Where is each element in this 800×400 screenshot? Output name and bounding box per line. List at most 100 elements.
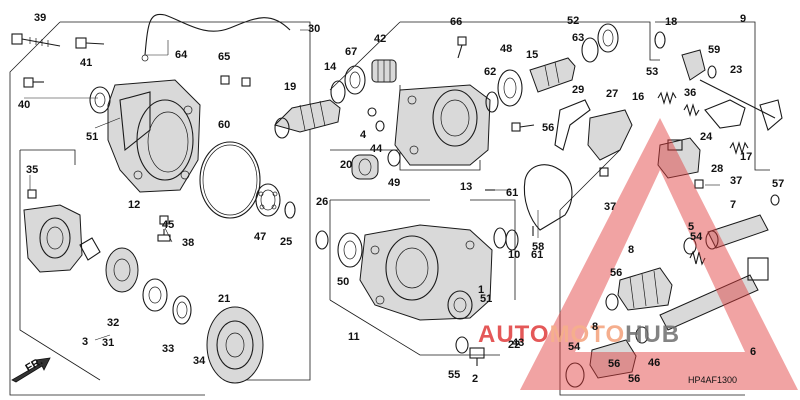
callout-56: 56	[608, 358, 620, 370]
callout-47: 47	[254, 231, 266, 243]
callout-64: 64	[175, 49, 188, 61]
callout-31: 31	[102, 337, 114, 349]
callout-43: 43	[512, 337, 524, 349]
spring-16-icon	[657, 91, 677, 105]
callout-58: 58	[532, 241, 544, 253]
bolt-40-icon	[23, 77, 44, 88]
callout-29: 29	[572, 84, 584, 96]
callout-1: 1	[478, 284, 484, 296]
ring-54a-icon	[683, 237, 697, 255]
bearing-42-icon	[371, 59, 397, 83]
gearcase-housing-icon	[394, 84, 491, 166]
ring-14-icon	[330, 80, 346, 104]
callout-6: 6	[750, 346, 756, 358]
callout-39: 39	[34, 12, 46, 24]
bolt-65-icon	[220, 75, 230, 85]
bolt-3-icon	[241, 77, 251, 87]
callout-62: 62	[484, 66, 496, 78]
part-art	[11, 13, 783, 388]
ring-59-icon	[707, 65, 717, 79]
callout-33: 33	[162, 343, 174, 355]
callout-52: 52	[567, 15, 579, 27]
shaft-15-icon	[529, 57, 576, 93]
callout-30: 30	[308, 23, 320, 35]
svg-text:AUTOMOTOHUB: AUTOMOTOHUB	[478, 321, 680, 348]
bolt-56-icon	[511, 122, 521, 132]
bolt-41-icon	[75, 37, 105, 49]
bearing-33-icon	[142, 278, 168, 312]
callout-38: 38	[182, 237, 194, 249]
diagram-code: HP4AF1300	[688, 375, 737, 385]
callout-50: 50	[337, 276, 349, 288]
o-ring-60-icon	[199, 141, 261, 219]
callout-57: 57	[772, 178, 784, 190]
leader-lines	[24, 29, 720, 341]
watermark-triangle-icon	[520, 118, 798, 390]
drive-shaft-7-icon	[705, 214, 769, 250]
callout-65: 65	[218, 51, 230, 63]
callout-60: 60	[218, 119, 230, 131]
bolt-39-icon	[11, 33, 61, 47]
bearing-47-icon	[255, 183, 281, 217]
shim-34-icon	[172, 295, 192, 325]
watermark-text: AUTOMOTOHUB	[478, 321, 680, 348]
bolt-37-icon	[599, 167, 609, 177]
washer-55-icon	[455, 336, 469, 354]
watermark: AUTOMOTOHUB	[478, 118, 798, 390]
bolt-45-icon	[159, 215, 169, 225]
bearing-50-icon	[337, 232, 363, 268]
breather-tube-icon	[144, 13, 291, 56]
spring-17-icon	[729, 141, 749, 155]
ring-63-icon	[581, 37, 599, 63]
callout-56: 56	[628, 373, 640, 385]
callout-3: 3	[82, 336, 88, 348]
callout-56: 56	[610, 267, 622, 279]
callout-37: 37	[604, 201, 616, 213]
spider-gear-icon	[79, 237, 101, 261]
callout-26: 26	[316, 196, 328, 208]
callout-4: 4	[360, 129, 367, 141]
callout-34: 34	[193, 355, 206, 367]
fork-24-icon	[704, 99, 746, 129]
callout-36: 36	[684, 87, 696, 99]
callout-10: 10	[508, 249, 520, 261]
callout-17: 17	[740, 151, 752, 163]
callout-54: 54	[690, 231, 703, 243]
shaft-6-icon	[659, 257, 769, 331]
callout-21: 21	[218, 293, 230, 305]
pinion-gear-icon	[274, 99, 341, 139]
callout-61: 61	[506, 187, 518, 199]
callout-49: 49	[388, 177, 400, 189]
bolt-66-icon	[457, 36, 467, 46]
callout-59: 59	[708, 44, 720, 56]
callout-67: 67	[345, 46, 357, 58]
callout-27: 27	[606, 88, 618, 100]
watermark-part-2: HUB	[625, 321, 680, 348]
callout-24: 24	[700, 131, 713, 143]
ring-gear-22-icon	[206, 306, 264, 384]
bolt-35-icon	[27, 189, 37, 199]
callout-15: 15	[526, 49, 538, 61]
boot-8b-icon	[589, 339, 637, 379]
callout-41: 41	[80, 57, 92, 69]
callout-14: 14	[324, 61, 337, 73]
callout-8: 8	[628, 244, 634, 256]
plug-2-icon	[469, 347, 485, 366]
plate-27-icon	[587, 109, 633, 161]
collar-21-icon	[351, 154, 379, 180]
spring-36-icon	[683, 103, 700, 117]
bearing-48-icon	[497, 69, 523, 107]
callout-66: 66	[450, 16, 462, 28]
washer-25-icon	[284, 201, 296, 219]
watermark-part-0: AUTO	[478, 321, 550, 348]
callout-5: 5	[688, 221, 694, 233]
oil-seal-51-icon	[89, 86, 111, 114]
callout-53: 53	[646, 66, 658, 78]
nut-49-icon	[387, 149, 401, 167]
ring-57-icon	[770, 194, 780, 206]
callout-13: 13	[460, 181, 472, 193]
callout-46: 46	[648, 357, 660, 369]
shaft-23-icon	[699, 79, 776, 119]
washer-44-icon	[375, 120, 385, 132]
